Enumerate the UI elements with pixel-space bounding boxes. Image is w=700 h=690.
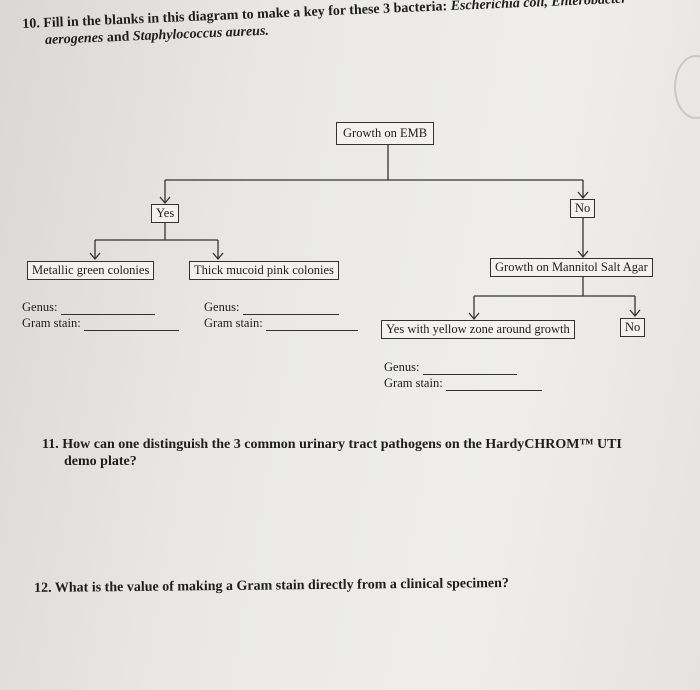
genus-blank-2[interactable] — [242, 302, 339, 315]
field-group-metallic: Genus: Gram stain: — [22, 299, 179, 331]
box-growth-on-mannitol-salt-agar: Growth on Mannitol Salt Agar — [490, 258, 653, 277]
gram-label-3: Gram stain: — [384, 376, 443, 390]
gram-blank-1[interactable] — [83, 318, 179, 331]
field-group-mucoid: Genus: Gram stain: — [204, 299, 358, 331]
field-group-yellow: Genus: Gram stain: — [384, 359, 542, 391]
gram-blank-3[interactable] — [445, 378, 542, 391]
gram-label-1: Gram stain: — [22, 316, 81, 330]
question-11-line1: How can one distinguish the 3 common uri… — [62, 437, 622, 452]
question-11: 11. How can one distinguish the 3 common… — [42, 436, 622, 470]
box-no: No — [570, 199, 596, 218]
box-metallic-green-colonies: Metallic green colonies — [27, 261, 155, 280]
box-yes-yellow-zone: Yes with yellow zone around growth — [381, 320, 575, 339]
arrow-metallic — [89, 252, 101, 261]
arrow-yellow — [468, 312, 480, 321]
genus-label-1: Genus: — [22, 300, 58, 314]
arrow-yes — [159, 196, 171, 205]
arrow-no — [577, 191, 589, 200]
box-no-2: No — [620, 318, 646, 337]
box-growth-on-emb: Growth on EMB — [336, 122, 435, 145]
box-yes: Yes — [151, 204, 180, 223]
genus-label-3: Genus: — [384, 360, 420, 374]
gram-blank-2[interactable] — [265, 318, 358, 331]
genus-blank-1[interactable] — [60, 302, 155, 315]
genus-blank-3[interactable] — [422, 362, 517, 375]
question-11-line2: demo plate? — [64, 454, 137, 469]
gram-label-2: Gram stain: — [204, 316, 263, 330]
box-thick-mucoid-pink-colonies: Thick mucoid pink colonies — [189, 261, 339, 280]
genus-label-2: Genus: — [204, 300, 240, 314]
question-11-number: 11. — [42, 437, 59, 452]
arrow-mucoid — [212, 252, 224, 261]
arrow-no2 — [629, 309, 641, 318]
arrow-mannitol — [577, 250, 589, 259]
question-12-number: 12. — [34, 580, 52, 596]
